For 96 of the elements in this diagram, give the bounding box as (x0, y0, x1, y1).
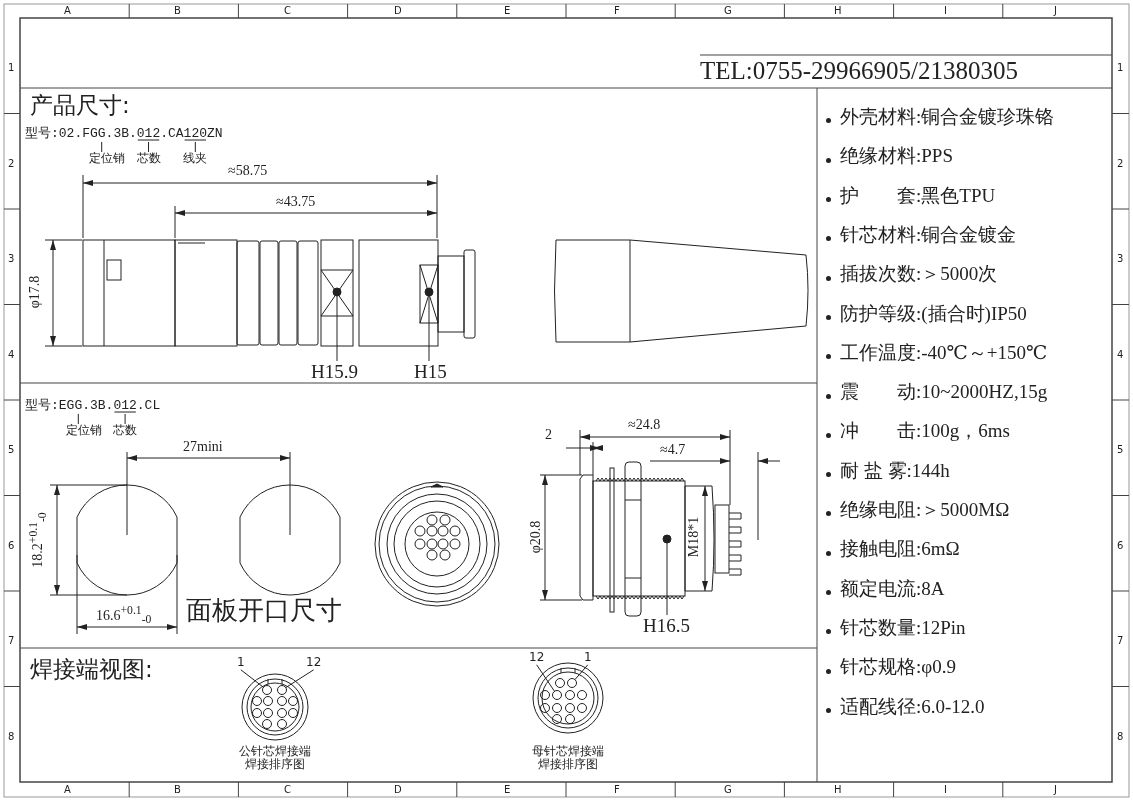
grid-number: 5 (1117, 444, 1124, 456)
grid-number: 7 (8, 635, 15, 647)
spec-item: 针芯规格:φ0.9 (840, 656, 956, 679)
spec-item: 额定电流:8A (840, 577, 945, 600)
grid-letter: C (284, 784, 291, 796)
dimension-label: ≈4.7 (660, 442, 686, 459)
grid-letter: E (504, 5, 511, 17)
grid-letter: A (64, 784, 71, 796)
grid-letter: J (1054, 5, 1057, 17)
grid-letter: F (614, 5, 620, 17)
grid-number: 8 (1117, 731, 1124, 743)
callout-label: 定位销 (65, 423, 102, 438)
spec-item: 针芯材料:铜合金镀金 (840, 223, 1017, 246)
spec-item: 绝缘电阻:＞5000MΩ (840, 499, 1010, 521)
leader-line (666, 542, 668, 616)
callout-label: 芯数 (113, 423, 138, 438)
marker-dot (424, 287, 434, 297)
dimension-label: ≈58.75 (228, 163, 268, 180)
leader-line (77, 413, 79, 425)
grid-letter: F (614, 784, 620, 796)
leader-line (574, 664, 589, 681)
grid-letter: B (174, 784, 181, 796)
section-title: 产品尺寸: (30, 92, 130, 119)
dimension-label: H15.9 (311, 361, 358, 383)
callout-label: 12 (306, 656, 322, 670)
leader-line (124, 413, 126, 425)
grid-number: 2 (1117, 158, 1124, 170)
grid-number: 3 (1117, 253, 1124, 265)
grid-letter: G (724, 5, 732, 17)
leader-line (285, 669, 315, 689)
grid-number: 6 (1117, 540, 1124, 552)
spec-item: 震 动:10~2000HZ,15g (840, 381, 1048, 403)
dimension-label: φ17.8 (26, 275, 43, 309)
grid-number: 1 (8, 62, 15, 74)
spec-item: 适配线径:6.0-12.0 (840, 695, 985, 718)
section-title: 面板开口尺寸 (186, 596, 342, 626)
leader-line (240, 669, 264, 688)
grid-letter: I (944, 5, 947, 17)
dimension-label: 2 (545, 427, 552, 444)
view-caption: 母针芯焊接端焊接排序图 (531, 745, 605, 772)
section-title: 焊接端视图: (30, 656, 153, 683)
spec-item: 耐 盐 雾:144h (840, 459, 950, 482)
grid-letter: H (834, 5, 842, 17)
marker-dot (662, 534, 672, 544)
leader-line (101, 141, 103, 153)
leader-line (194, 141, 196, 153)
callout-label: 1 (237, 656, 245, 670)
grid-letter: C (284, 5, 291, 17)
spec-item: 冲 击:100g，6ms (840, 420, 1010, 443)
grid-letter: J (1054, 784, 1057, 796)
grid-letter: G (724, 784, 732, 796)
spec-item: 绝缘材料:PPS (840, 145, 953, 168)
dimension-label: 27mini (183, 439, 223, 456)
spec-item: 针芯数量:12Pin (840, 616, 966, 639)
grid-number: 7 (1117, 635, 1124, 647)
callout-label: 1 (584, 651, 592, 665)
leader-line (336, 295, 338, 362)
phone-number: TEL:0755-29966905/21380305 (700, 57, 1019, 86)
grid-letter: B (174, 5, 181, 17)
grid-letter: A (64, 5, 71, 17)
grid-number: 2 (8, 158, 15, 170)
grid-number: 1 (1117, 62, 1124, 74)
grid-number: 3 (8, 253, 15, 265)
grid-letter: H (834, 784, 842, 796)
callout-label: 芯数 (136, 151, 161, 166)
callout-label: 线夹 (183, 151, 208, 166)
dimension-label: φ20.8 (527, 520, 544, 554)
model-number: 型号:02.FGG.3B.012.CA120ZN (25, 127, 223, 142)
callout-label: 12 (529, 651, 545, 665)
spec-item: 防护等级:(插合时)IP50 (840, 302, 1027, 325)
grid-letter: D (394, 784, 402, 796)
grid-letter: I (944, 784, 947, 796)
grid-number: 8 (8, 731, 15, 743)
grid-letter: D (394, 5, 402, 17)
spec-item: 外壳材料:铜合金镀珍珠铬 (840, 106, 1055, 128)
grid-number: 5 (8, 444, 15, 456)
grid-letter: E (504, 784, 511, 796)
dimension-label: ≈24.8 (628, 417, 661, 434)
grid-number: 4 (8, 349, 15, 361)
spec-item: 护 套:黑色TPU (840, 184, 996, 207)
marker-dot (332, 287, 342, 297)
model-number: 型号:EGG.3B.012.CL (25, 399, 161, 414)
view-caption: 公针芯焊接端焊接排序图 (238, 745, 312, 772)
spec-item: 插拔次数:＞5000次 (840, 263, 998, 286)
dimension-label: ≈43.75 (276, 194, 316, 211)
leader-line (148, 141, 149, 153)
dimension-label: M18*1 (685, 516, 702, 558)
spec-item: 工作温度:-40℃～+150℃ (840, 341, 1048, 364)
callout-label: 定位销 (89, 151, 126, 166)
spec-item: 接触电阻:6mΩ (840, 538, 960, 561)
grid-number: 6 (8, 540, 15, 552)
leader-line (428, 295, 430, 362)
leader-line (536, 664, 555, 692)
dimension-label: H16.5 (643, 615, 690, 637)
grid-number: 4 (1117, 349, 1124, 361)
dimension-label: H15 (414, 361, 447, 383)
